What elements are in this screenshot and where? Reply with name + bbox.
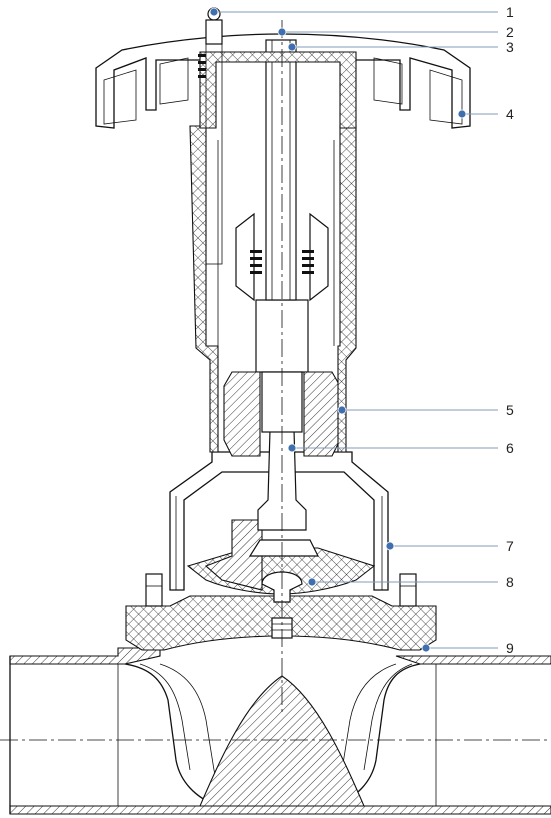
callout-2: 2 [277,24,514,40]
callout-label: 4 [506,106,514,122]
callout-label: 1 [506,4,514,20]
handwheel [95,33,471,129]
bonnet-sleeve [189,125,357,453]
callout-label: 3 [506,39,514,55]
callout-label: 2 [506,24,514,40]
bonnet-housing [169,451,389,591]
callout-label: 5 [506,402,514,418]
callout-1: 1 [209,4,514,20]
callout-3: 3 [287,39,514,55]
callout-8: 8 [307,574,514,590]
callout-9: 9 [421,640,514,656]
callout-6: 6 [287,440,514,456]
guide-bushing [223,371,341,457]
callout-label: 9 [506,640,514,656]
spring-pack [235,212,329,302]
callout-5: 5 [337,402,514,418]
callout-4: 4 [457,106,514,122]
callouts: 1 2 3 4 5 6 7 [209,4,514,656]
callout-7: 7 [385,538,514,554]
callout-label: 8 [506,574,514,590]
callout-label: 6 [506,440,514,456]
pipe-body [0,647,551,815]
callout-label: 7 [506,538,514,554]
